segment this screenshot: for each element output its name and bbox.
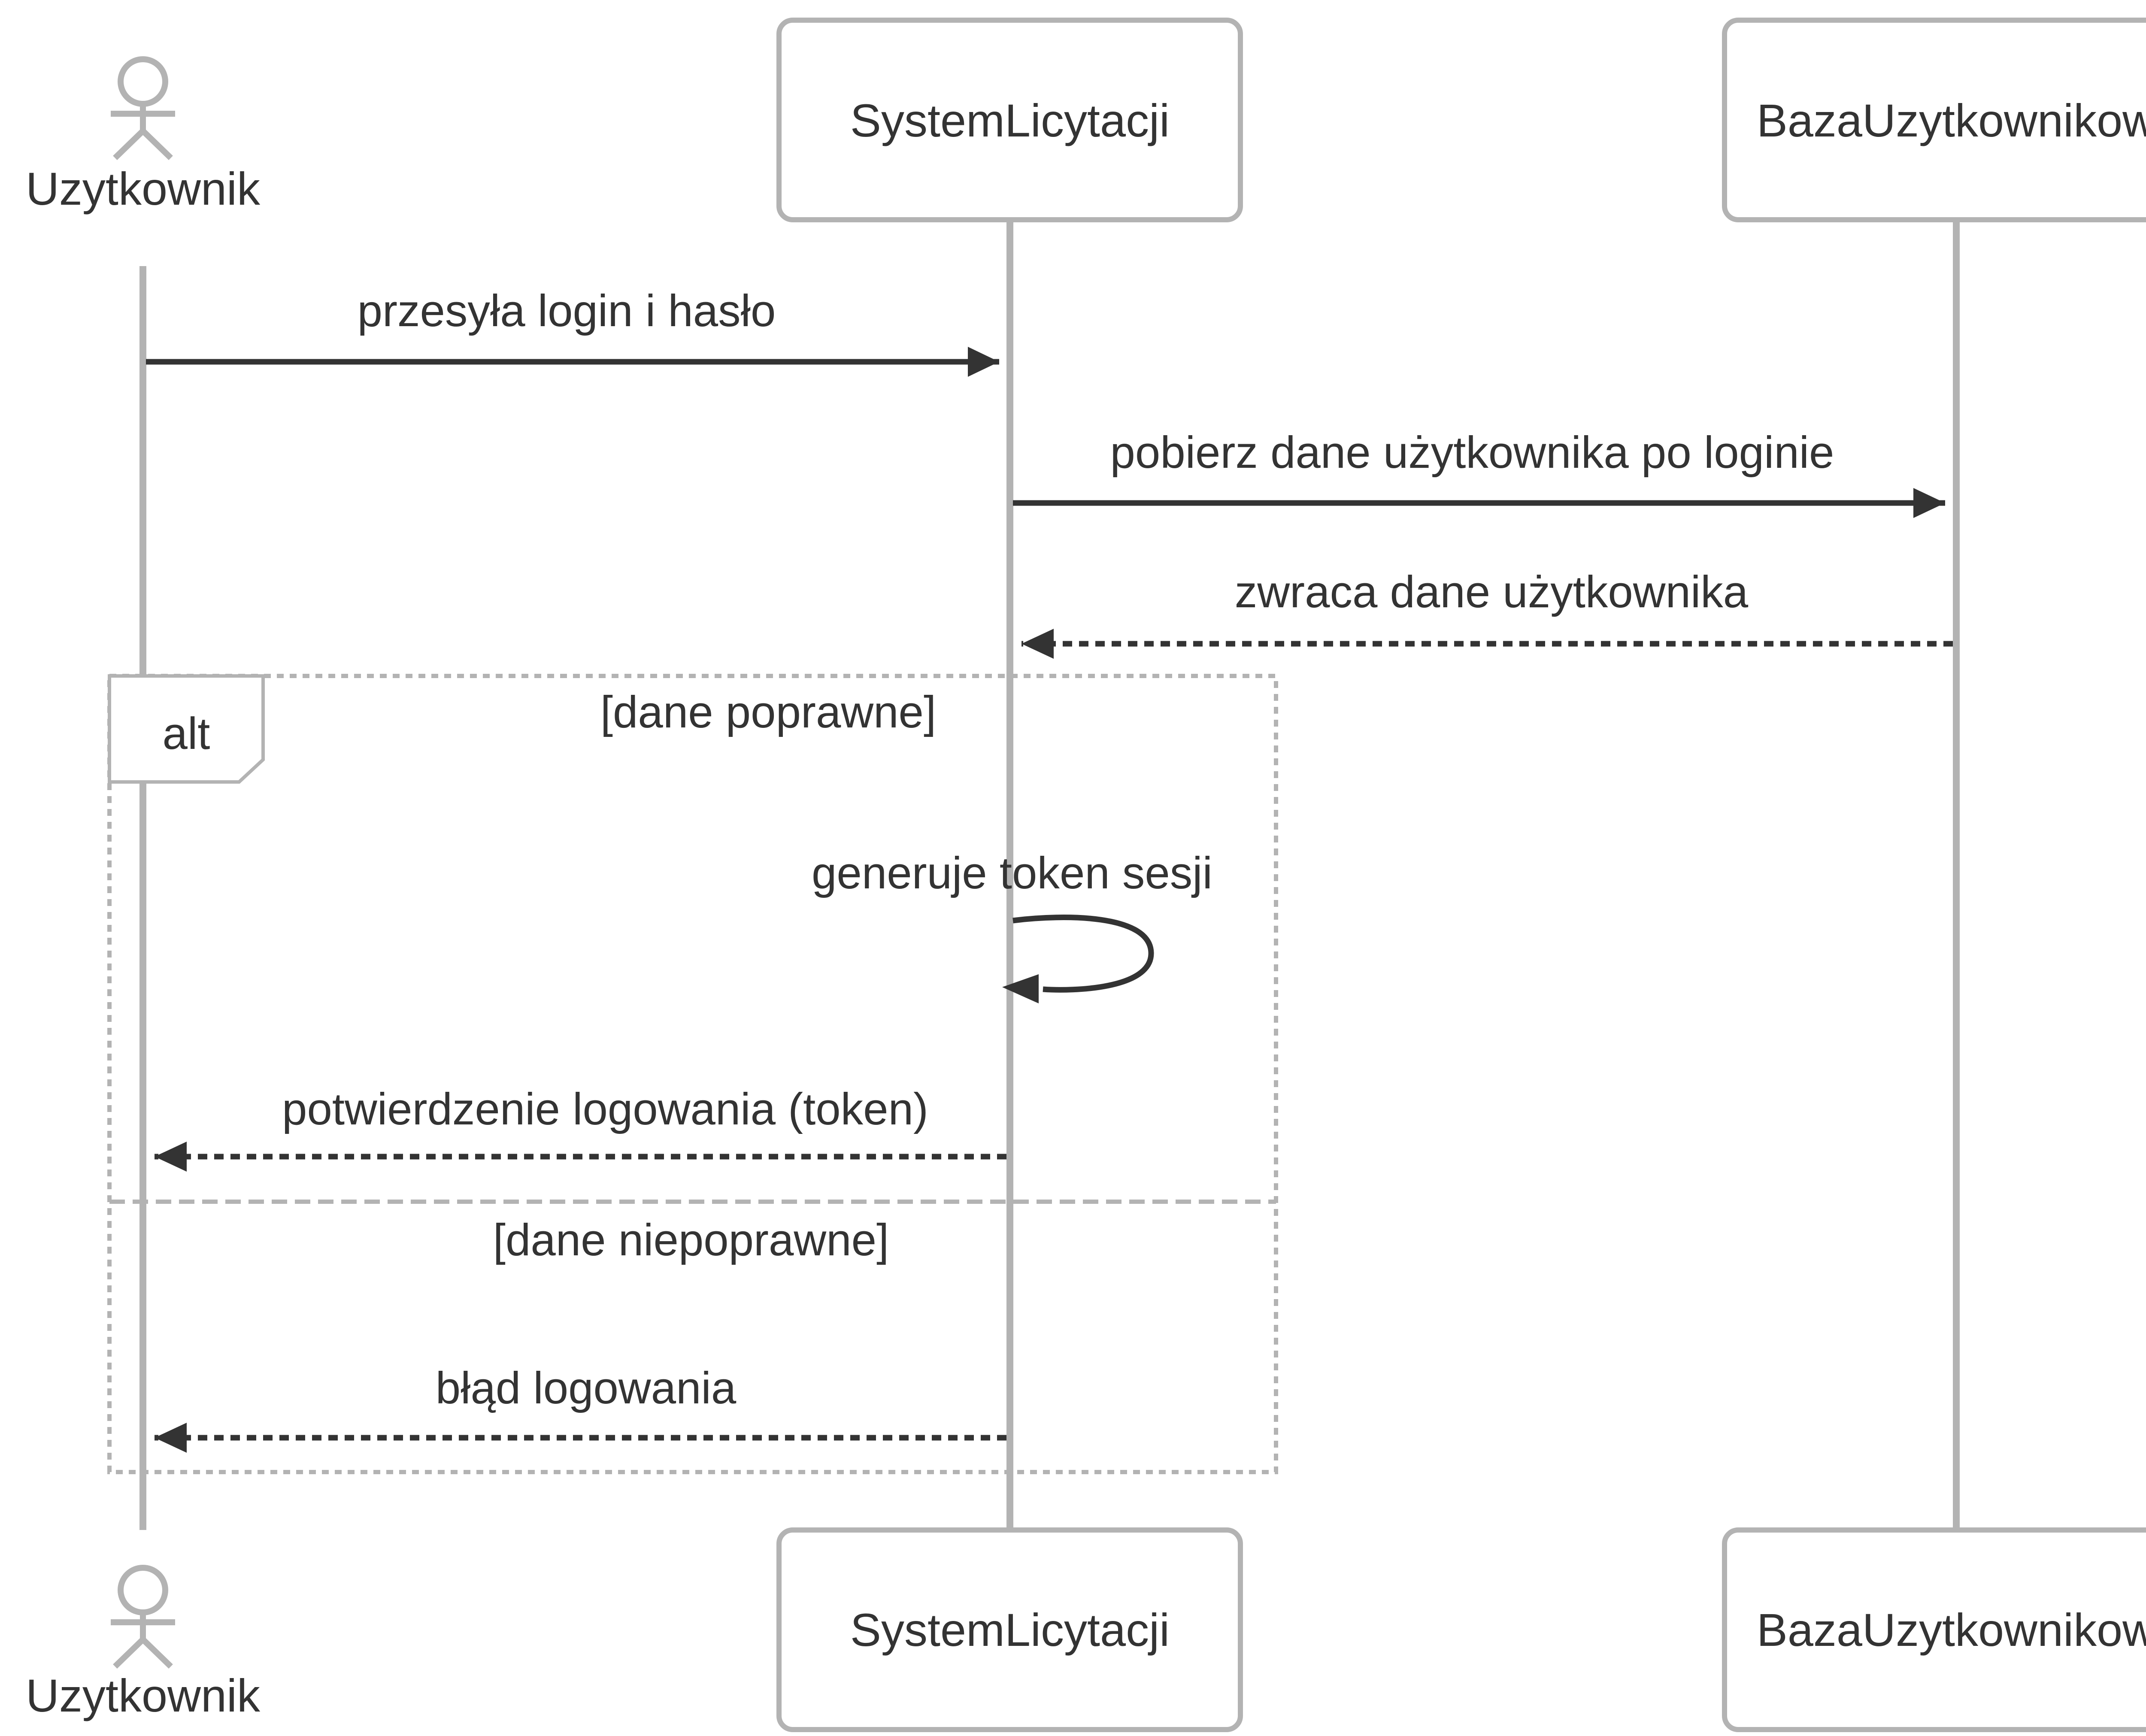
- message-arrowhead-3: [1021, 629, 1054, 659]
- message-arrowhead-5: [155, 1142, 187, 1172]
- participant-label-db-top: BazaUzytkownikow: [1757, 94, 2146, 146]
- participant-box-db-top[interactable]: [1722, 18, 2146, 222]
- actor-icon-bottom[interactable]: [111, 1565, 175, 1669]
- participant-box-system-top[interactable]: [776, 18, 1243, 222]
- message-label-6: błąd logowania: [436, 1363, 737, 1413]
- message-arrowhead-4: [1002, 974, 1039, 1003]
- participant-label-db-bottom: BazaUzytkownikow: [1757, 1604, 2146, 1656]
- message-arrowhead-6: [155, 1423, 187, 1453]
- participant-box-db-bottom[interactable]: [1722, 1527, 2146, 1732]
- message-label-2: pobierz dane użytkownika po loginie: [1110, 427, 1834, 478]
- participant-label-system-bottom: SystemLicytacji: [850, 1604, 1170, 1656]
- participant-box-system-bottom[interactable]: [776, 1527, 1243, 1732]
- alt-fragment-frame: [107, 674, 1278, 1474]
- alt-condition-1: [dane poprawne]: [600, 687, 936, 737]
- actor-icon-top[interactable]: [111, 56, 175, 161]
- alt-fragment-tag: [108, 674, 265, 784]
- alt-fragment-label: alt: [163, 709, 210, 759]
- message-label-5: potwierdzenie logowania (token): [282, 1084, 928, 1134]
- message-arrowhead-1: [968, 347, 999, 377]
- message-label-3: zwraca dane użytkownika: [1235, 567, 1749, 617]
- participant-label-system-top: SystemLicytacji: [850, 94, 1170, 146]
- actor-label-top: Uzytkownik: [26, 163, 261, 215]
- message-arrowhead-2: [1913, 488, 1945, 518]
- alt-condition-2: [dane niepoprawne]: [493, 1215, 889, 1265]
- message-label-4: generuje token sesji: [812, 848, 1212, 898]
- message-arrow-4: [1012, 915, 1154, 993]
- message-label-1: przesyła login i hasło: [358, 286, 776, 336]
- actor-label-bottom: Uzytkownik: [26, 1669, 261, 1721]
